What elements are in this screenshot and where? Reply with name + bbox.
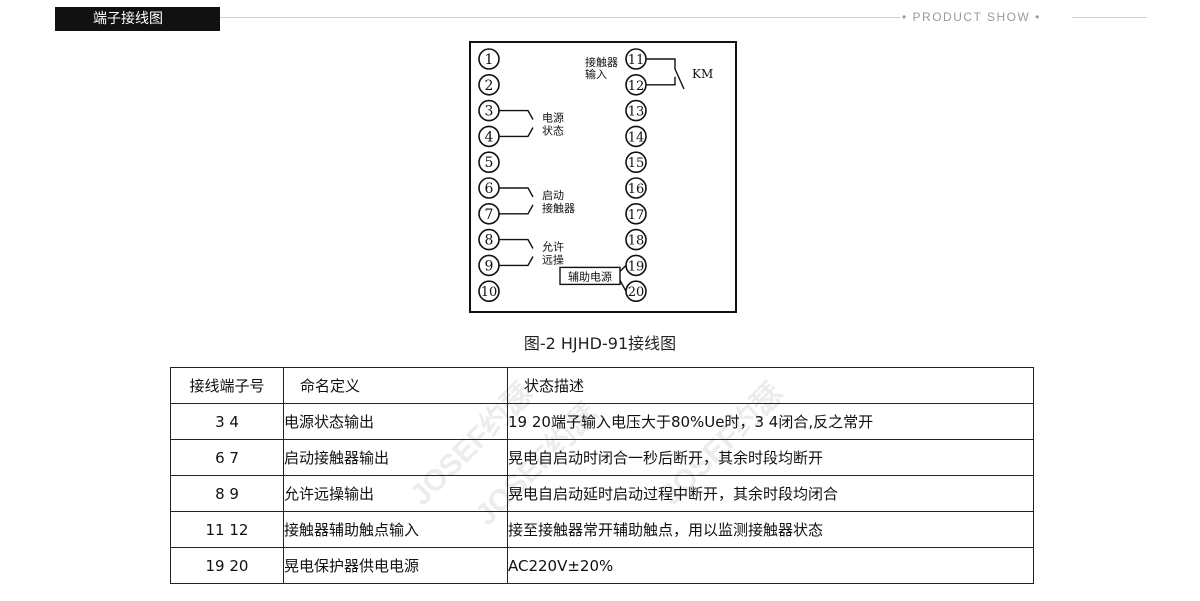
diagram-caption: 图-2 HJHD-91接线图: [523, 334, 677, 353]
terminal-circle: [625, 125, 647, 148]
table-row: 11 12 接触器辅助触点输入 接至接触器常开辅助触点，用以监测接触器状态: [170, 511, 1034, 548]
table-row: 3 4 电源状态输出 19 20端子输入电压大于80%Ue时，3 4闭合,反之常…: [170, 403, 1034, 440]
cell-terminal: 19 20: [170, 547, 284, 584]
header-divider-left: [220, 17, 900, 18]
cell-definition: 接触器辅助触点输入: [283, 511, 508, 548]
header-description: 状态描述: [507, 367, 1034, 404]
cell-description: 19 20端子输入电压大于80%Ue时，3 4闭合,反之常开: [507, 403, 1034, 440]
product-show-label: • PRODUCT SHOW •: [902, 10, 1041, 24]
cell-definition: 启动接触器输出: [283, 439, 508, 476]
cell-terminal: 11 12: [170, 511, 284, 548]
wiring-diagram: 1234567891011121314151617181920电源状态启动接触器…: [469, 41, 737, 313]
terminal-circle: [478, 280, 500, 302]
km-label: KM: [692, 67, 713, 81]
wire-line: [499, 127, 534, 138]
terminal-label: 10: [481, 285, 498, 300]
cell-definition: 电源状态输出: [283, 403, 508, 440]
table-row: 19 20 晃电保护器供电电源 AC220V±20%: [170, 547, 1034, 584]
table-row: 6 7 启动接触器输出 晃电自启动时闭合一秒后断开，其余时段均断开: [170, 439, 1034, 476]
terminal-label: 15: [628, 156, 645, 171]
wire-line: [499, 238, 534, 249]
terminal-label: 6: [485, 181, 494, 197]
wire-line: [499, 204, 534, 215]
cell-terminal: 6 7: [170, 439, 284, 476]
terminal-spec-table: 接线端子号 命名定义 状态描述 3 4 电源状态输出 19 20端子输入电压大于…: [170, 367, 1034, 584]
terminal-label: 1: [485, 52, 494, 68]
wire-line: [619, 264, 627, 272]
section-title-tab: 端子接线图: [55, 7, 220, 31]
terminal-circle: [478, 73, 500, 96]
device-outline: [469, 41, 737, 313]
start-contactor-label: 启动: [542, 189, 564, 202]
power-status-label: 电源: [542, 111, 564, 125]
terminal-label: 7: [485, 207, 494, 223]
terminal-label: 14: [628, 130, 645, 145]
cell-description: 晃电自启动时闭合一秒后断开，其余时段均断开: [507, 439, 1034, 476]
terminal-label: 20: [628, 285, 645, 300]
allow-remote-label: 允许: [542, 240, 564, 254]
terminal-circle: [478, 48, 500, 70]
cell-description: 晃电自启动延时启动过程中断开，其余时段均闭合: [507, 475, 1034, 512]
terminal-circle: [625, 177, 647, 199]
power-status-label: 状态: [542, 124, 564, 138]
terminal-label: 17: [628, 208, 645, 223]
header-terminal: 接线端子号: [170, 367, 284, 404]
table-header-row: 接线端子号 命名定义 状态描述: [170, 367, 1034, 404]
table-row: 8 9 允许远操输出 晃电自启动延时启动过程中断开，其余时段均闭合: [170, 475, 1034, 512]
cell-description: 接至接触器常开辅助触点，用以监测接触器状态: [507, 511, 1034, 548]
allow-remote-label: 远操: [542, 253, 564, 267]
km-contact-line: [646, 76, 676, 86]
terminal-label: 13: [628, 105, 645, 120]
wire-line: [619, 280, 627, 292]
contactor-input-label: 输入: [585, 67, 607, 81]
terminal-circle: [625, 151, 647, 173]
terminal-circle: [478, 151, 500, 173]
start-contactor-label: 接触器: [542, 201, 575, 215]
terminal-circle: [625, 203, 647, 225]
terminal-circle: [625, 228, 647, 251]
terminal-circle: [625, 99, 647, 122]
cell-definition: 允许远操输出: [283, 475, 508, 512]
terminal-label: 11: [628, 53, 645, 68]
aux-power-label: 辅助电源: [568, 269, 612, 283]
header-divider-right: [1072, 17, 1147, 18]
terminal-label: 3: [485, 104, 494, 120]
cell-description: AC220V±20%: [507, 547, 1034, 584]
terminal-label: 8: [485, 233, 494, 249]
terminal-circle: [625, 280, 647, 302]
km-contact-line: [646, 58, 685, 90]
terminal-label: 12: [628, 79, 645, 94]
wire-line: [499, 187, 534, 198]
terminal-label: 5: [485, 155, 494, 171]
terminal-label: 19: [628, 259, 645, 274]
cell-definition: 晃电保护器供电电源: [283, 547, 508, 584]
terminal-label: 18: [628, 234, 645, 249]
terminal-label: 16: [628, 182, 645, 197]
terminal-label: 2: [485, 78, 494, 94]
wire-line: [499, 256, 534, 267]
cell-terminal: 3 4: [170, 403, 284, 440]
aux-power-box: [559, 266, 621, 286]
terminal-label: 9: [485, 258, 494, 274]
cell-terminal: 8 9: [170, 475, 284, 512]
contactor-input-label: 接触器: [585, 55, 618, 69]
terminal-label: 4: [485, 129, 494, 145]
header-definition: 命名定义: [283, 367, 508, 404]
wire-line: [499, 109, 534, 120]
